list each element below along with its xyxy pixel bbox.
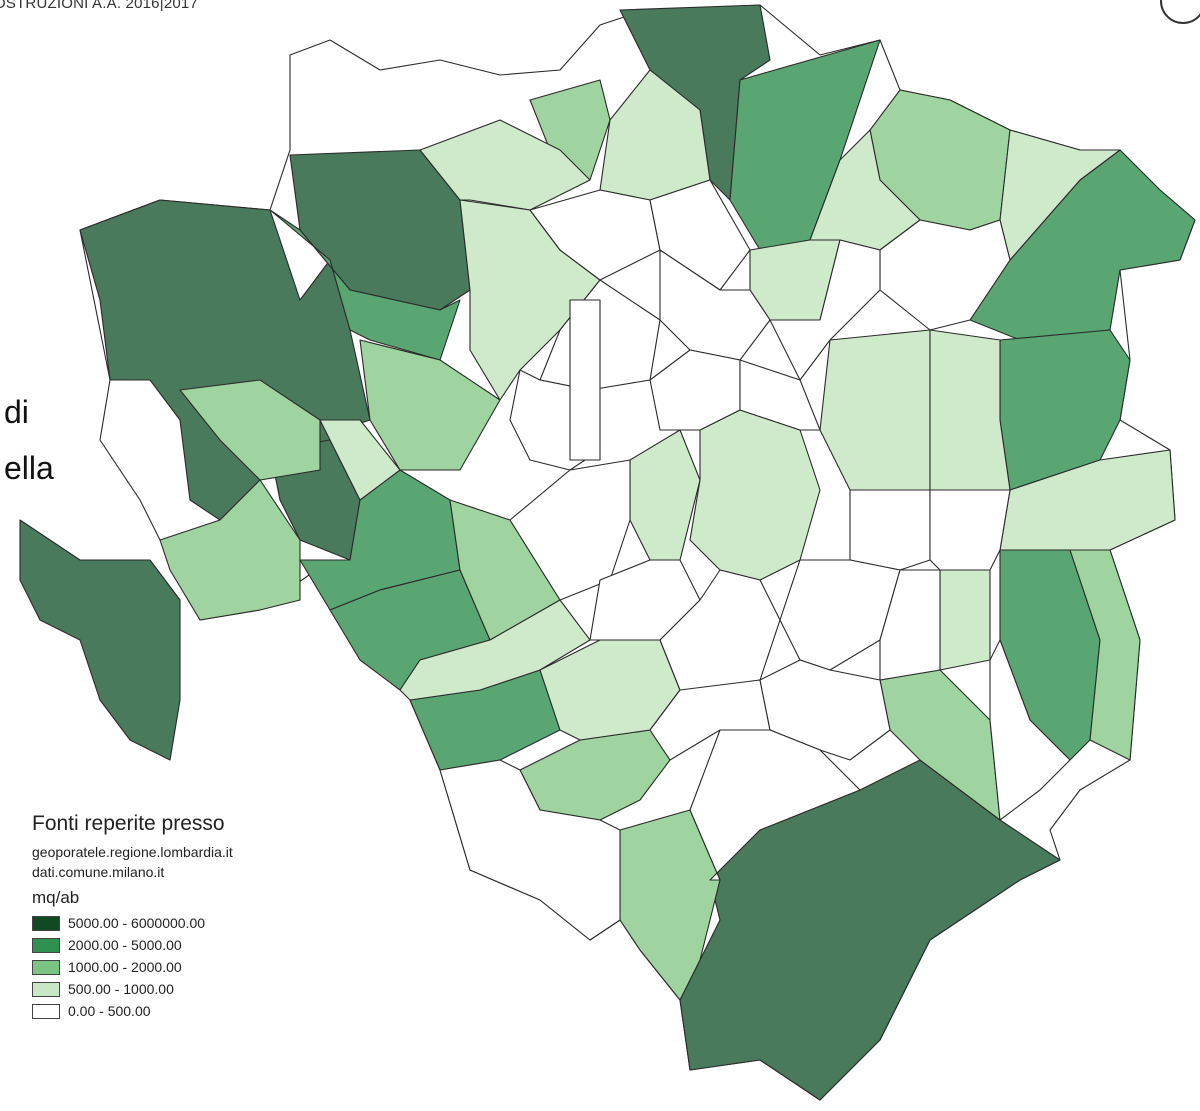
zone-39 [939,569,991,671]
zone-47 [569,299,601,461]
legend-source-2: dati.comune.milano.it [32,864,165,880]
side-text-line-1: di [4,394,29,430]
zone-42 [879,219,1011,331]
zone-60 [439,759,621,941]
legend-label: 0.00 - 500.00 [68,1003,151,1019]
zone-44 [659,249,771,361]
zone-50 [509,459,631,601]
zone-56 [929,489,1011,571]
zone-19 [159,479,301,621]
legend-swatch [32,959,60,975]
zone-61 [689,729,861,881]
zone-45 [769,239,881,381]
legend-item: 1000.00 - 2000.00 [32,956,233,978]
legend-unit: mq/ab [32,888,80,907]
header-title: OSTRUZIONI A.A. 2016|2017 [0,0,198,12]
legend-source-1: geoporatele.regione.lombardia.it [32,844,233,860]
zone-49 [739,359,821,431]
zone-58 [759,659,891,761]
legend-item: 5000.00 - 6000000.00 [32,912,233,934]
legend-item: 500.00 - 1000.00 [32,978,233,1000]
zone-51 [849,489,931,571]
zone-4 [19,519,181,761]
zone-36 [319,419,401,501]
zone-59 [989,639,1071,821]
legend-swatch [32,1003,60,1019]
zone-18 [179,379,321,481]
zone-57 [879,569,941,681]
zone-41 [649,179,751,291]
legend-label: 5000.00 - 6000000.00 [68,915,206,931]
legend-item: 2000.00 - 5000.00 [32,934,233,956]
legend-swatch [32,937,60,953]
zone-17 [359,339,501,471]
legend-swatch [32,981,60,997]
legend-label: 2000.00 - 5000.00 [68,937,182,953]
legend-label: 500.00 - 1000.00 [68,981,174,997]
legend: Fonti reperite presso geoporatele.region… [32,812,233,1022]
side-text-line-2: ella [4,450,54,486]
legend-title: Fonti reperite presso [32,812,225,835]
zone-11 [269,209,461,361]
legend-item: 0.00 - 500.00 [32,1000,233,1022]
legend-swatch [32,915,60,931]
zone-32 [929,329,1011,491]
legend-label: 1000.00 - 2000.00 [68,959,182,975]
zone-35 [689,409,821,581]
zone-16 [529,79,611,181]
